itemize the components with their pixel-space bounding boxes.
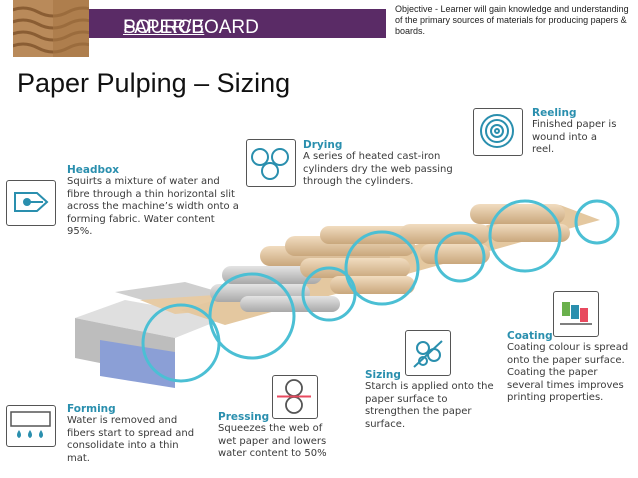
headbox-icon-box [6,180,56,226]
forming-label: Forming Water is removed and fibers star… [67,403,202,465]
headbox-text: Squirts a mixture of water and fibre thr… [67,176,239,237]
coating-title: Coating [507,330,553,342]
pressing-text: Squeezes the web of wet paper and lowers… [218,423,327,459]
headbox-label: Headbox Squirts a mixture of water and f… [67,164,239,239]
pressing-title: Pressing [218,411,270,423]
drying-text: A series of heated cast-iron cylinders d… [303,151,453,187]
reeling-icon-box [473,108,523,156]
cardboard-thumbnail [13,0,89,57]
header-bar: PAPER/BOARD SOURCE Objective - Learner w… [0,0,638,57]
reeling-text: Finished paper is wound into a reel. [532,119,617,155]
headbox-title: Headbox [67,164,120,176]
drying-label: Drying A series of heated cast-iron cyli… [303,139,453,189]
section-title-prefix: PAPER/BOARD [123,17,259,38]
reeling-label: Reeling Finished paper is wound into a r… [532,107,622,157]
sizing-title: Sizing [365,369,401,381]
water-drops-icon [10,411,51,438]
sizing-icon-box [405,330,451,376]
coating-label: Coating Coating colour is spread onto th… [507,330,635,405]
sizing-text: Starch is applied onto the paper surface… [365,381,494,430]
headbox-nozzle-icon [14,192,49,212]
pressing-label: Pressing Squeezes the web of wet paper a… [218,411,333,461]
section-title-link[interactable]: SOURCE [123,17,205,38]
forming-text: Water is removed and fibers start to spr… [67,415,195,464]
stage-highlight-rings [141,199,620,383]
objective-text: Objective - Learner will gain knowledge … [395,4,629,36]
drying-icon-box [246,139,296,187]
forming-icon-box [6,405,56,447]
forming-title: Forming [67,403,116,415]
slide-title: Paper Pulping – Sizing [17,68,291,98]
sizing-roller-icon [413,340,443,368]
reel-spiral-icon [480,114,514,148]
reeling-title: Reeling [532,107,577,119]
coating-color-icon [560,302,592,325]
sizing-label: Sizing Starch is applied onto the paper … [365,369,495,431]
pressing-icon-box [272,375,318,419]
coating-icon-box [553,291,599,337]
drying-cylinders-icon [251,148,289,180]
press-rollers-icon [277,379,311,414]
coating-text: Coating colour is spread onto the paper … [507,342,629,403]
drying-title: Drying [303,139,343,151]
section-title-band: PAPER/BOARD SOURCE [89,9,386,38]
forming-water-tank [100,340,175,388]
